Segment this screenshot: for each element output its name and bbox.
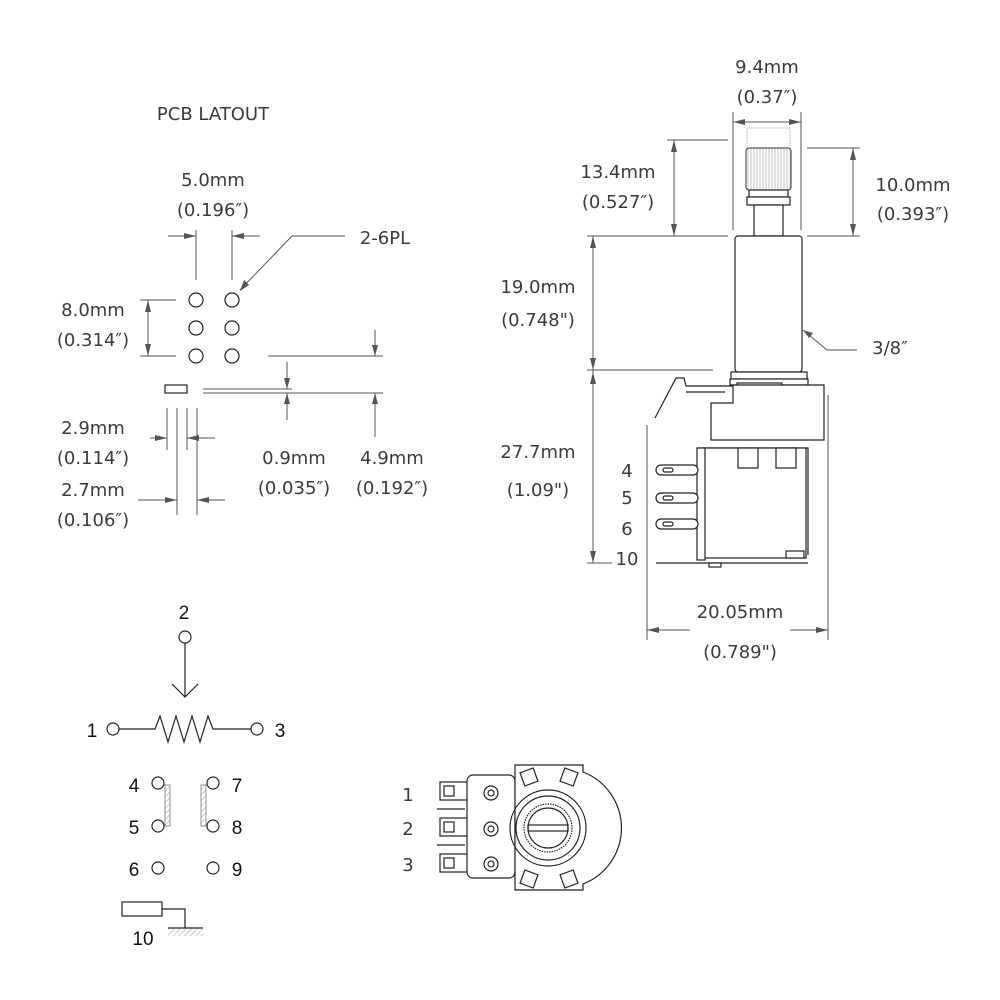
slot-outline bbox=[164, 384, 188, 394]
pin-label-4: 4 bbox=[129, 776, 140, 797]
wiper-arrow-icon bbox=[171, 683, 199, 698]
vertical-dimensions bbox=[587, 139, 860, 564]
slot-offset-in: (0.106″) bbox=[57, 510, 129, 531]
bushing-len-mm: 19.0mm bbox=[500, 277, 575, 298]
pin-label-8: 8 bbox=[232, 818, 243, 839]
thread-note: 3/8″ bbox=[872, 338, 908, 359]
shaft-dia-in: (0.37″) bbox=[737, 87, 798, 108]
shaft-len-in: (0.527″) bbox=[582, 192, 654, 213]
side-view: 9.4mm (0.37″) 13.4mm (0.527″) 10.0mm (0.… bbox=[500, 57, 950, 663]
bottom-view: 1 2 3 bbox=[402, 764, 622, 891]
shaft bbox=[729, 127, 809, 386]
pin-label-2: 2 bbox=[179, 603, 190, 624]
slot-dimensions bbox=[138, 330, 383, 515]
pitch-dimension bbox=[168, 230, 260, 280]
slot-offset-mm: 2.7mm bbox=[61, 480, 125, 501]
bushing-len-in: (0.748") bbox=[501, 310, 575, 331]
bottom-pin-3: 3 bbox=[402, 855, 413, 876]
body bbox=[654, 377, 825, 568]
slot-distance-in: (0.192″) bbox=[356, 478, 428, 499]
slot-length-mm: 2.9mm bbox=[61, 418, 125, 439]
terminal-label-4: 4 bbox=[621, 461, 632, 482]
pitch-in: (0.196″) bbox=[177, 200, 249, 221]
bushing bbox=[734, 235, 803, 373]
pitch-mm: 5.0mm bbox=[181, 170, 245, 191]
row-span-dimension bbox=[140, 299, 176, 357]
resistor-symbol bbox=[119, 713, 251, 745]
bottom-pin-2: 2 bbox=[402, 819, 413, 840]
slot-width-in: (0.035″) bbox=[258, 478, 330, 499]
pin-label-5: 5 bbox=[129, 818, 140, 839]
body-height-in: (1.09") bbox=[507, 480, 569, 501]
hole-note: 2-6PL bbox=[360, 228, 410, 249]
pin-label-10: 10 bbox=[132, 929, 153, 950]
shaft-dia-dimension bbox=[732, 112, 802, 230]
row-span-mm: 8.0mm bbox=[61, 300, 125, 321]
shaft-len-mm: 13.4mm bbox=[580, 162, 655, 183]
slot-distance-mm: 4.9mm bbox=[360, 448, 424, 469]
terminal-label-5: 5 bbox=[621, 488, 632, 509]
knurl-len-in: (0.393″) bbox=[877, 204, 949, 225]
body-width-mm: 20.05mm bbox=[697, 602, 784, 623]
slot-length-in: (0.114″) bbox=[57, 448, 129, 469]
row-span-in: (0.314″) bbox=[57, 330, 129, 351]
side-terminals bbox=[655, 464, 699, 530]
body-width-dimension bbox=[646, 395, 829, 640]
knurl-len-mm: 10.0mm bbox=[875, 175, 950, 196]
body-height-mm: 27.7mm bbox=[500, 442, 575, 463]
shaft-dia-mm: 9.4mm bbox=[735, 57, 799, 78]
bottom-pin-1: 1 bbox=[402, 785, 413, 806]
pin-label-9: 9 bbox=[232, 860, 243, 881]
slot-width-mm: 0.9mm bbox=[262, 448, 326, 469]
body-width-in: (0.789") bbox=[703, 642, 777, 663]
pin-label-1: 1 bbox=[87, 721, 98, 742]
pin-label-3: 3 bbox=[275, 721, 286, 742]
terminal-label-6: 6 bbox=[621, 519, 632, 540]
pin-holes bbox=[188, 292, 240, 364]
pin-label-6: 6 bbox=[129, 860, 140, 881]
hole-leader bbox=[239, 235, 345, 291]
terminal-label-10: 10 bbox=[616, 549, 639, 570]
pcb-layout: PCB LATOUT 5.0mm (0.196″) 2-6PL 8.0mm (0… bbox=[57, 104, 428, 531]
schematic: 2 1 3 4 5 6 7 8 9 10 bbox=[87, 603, 286, 950]
pcb-title: PCB LATOUT bbox=[157, 104, 270, 125]
bottom-terminals bbox=[437, 781, 471, 873]
pin-label-7: 7 bbox=[232, 776, 243, 797]
